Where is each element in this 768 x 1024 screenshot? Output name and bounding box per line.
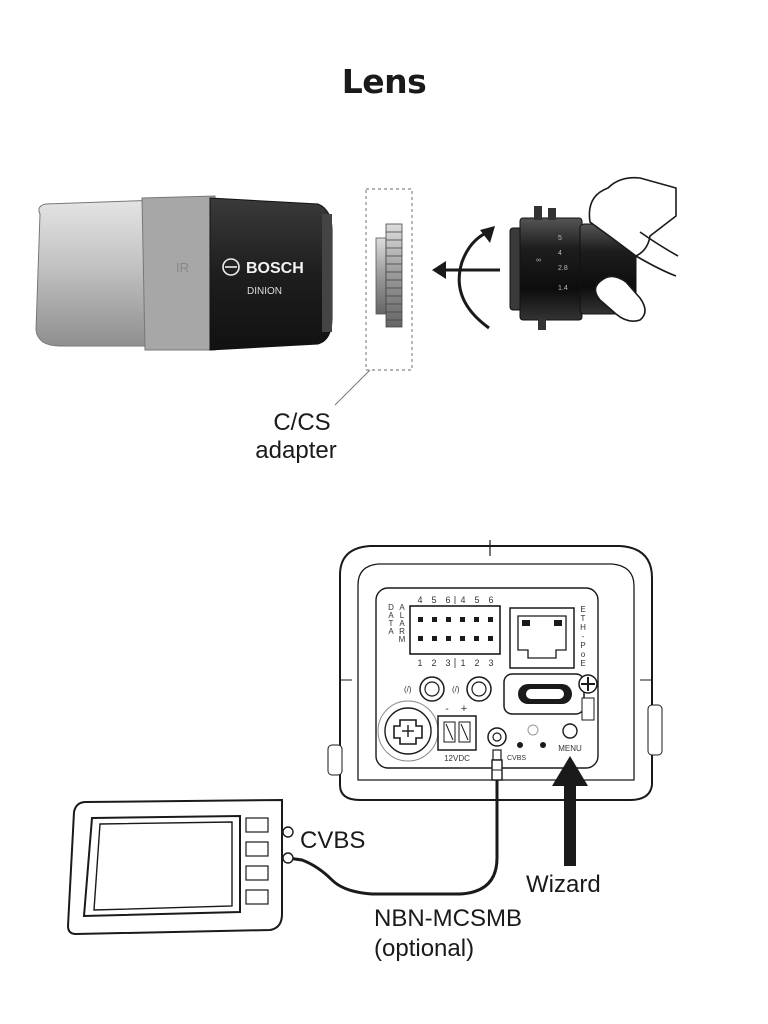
power-connector xyxy=(437,715,477,751)
svg-text:T: T xyxy=(581,614,586,623)
svg-text:P: P xyxy=(580,641,585,650)
camera-body: IR BOSCH DINION xyxy=(35,195,333,351)
svg-text:4: 4 xyxy=(558,250,562,257)
top-pin: 4 xyxy=(460,595,465,605)
bottom-pin: 1 xyxy=(460,658,465,668)
top-pin: 4 xyxy=(417,595,422,605)
power-minus: - xyxy=(445,704,448,715)
svg-text:A: A xyxy=(399,619,405,628)
svg-text:R: R xyxy=(399,627,405,636)
alarm-label: A xyxy=(399,603,405,612)
hand-icon xyxy=(588,176,679,322)
cvbs-port xyxy=(487,727,507,747)
svg-text:5: 5 xyxy=(558,235,562,242)
status-led xyxy=(540,742,546,748)
bottom-pin: 3 xyxy=(445,658,450,668)
adapter-label-line1: C/CS xyxy=(273,409,331,436)
cvbs-cable xyxy=(287,780,499,896)
power-plus: + xyxy=(461,703,467,715)
cable-label-line1: NBN-MCSMB xyxy=(374,905,522,932)
bottom-pin: 2 xyxy=(474,658,479,668)
sd-card-slot xyxy=(503,673,585,715)
svg-text:E: E xyxy=(580,659,585,668)
data-label: D xyxy=(388,603,394,612)
top-pin: 6 xyxy=(445,595,450,605)
monitor xyxy=(66,798,294,936)
bosch-logo-icon xyxy=(222,258,240,276)
camera-model: DINION xyxy=(247,286,282,297)
bottom-pin: 3 xyxy=(488,658,493,668)
svg-text:2.8: 2.8 xyxy=(558,265,568,272)
rotate-arrow-icon xyxy=(457,226,495,330)
alarm-connector-icon: (/) (/) xyxy=(404,676,492,702)
svg-text:∞: ∞ xyxy=(536,257,541,264)
wizard-arrow-icon xyxy=(552,756,588,866)
top-pin: 5 xyxy=(431,595,436,605)
wizard-label: Wizard xyxy=(526,871,601,898)
svg-text:M: M xyxy=(399,635,406,644)
menu-button[interactable] xyxy=(562,723,578,739)
page-title: Lens xyxy=(341,62,427,101)
svg-text:L: L xyxy=(400,611,405,620)
reset-button[interactable] xyxy=(527,724,539,736)
camera-ir-mark: IR xyxy=(176,260,189,275)
power-label: 12VDC xyxy=(444,754,470,763)
ethernet-port xyxy=(509,607,575,669)
bottom-pin: 1 xyxy=(417,658,422,668)
svg-text:-: - xyxy=(582,632,585,641)
cs-adapter xyxy=(334,188,413,406)
cable-label-line2: (optional) xyxy=(374,935,475,962)
menu-label: MENU xyxy=(558,744,582,753)
svg-text:(/): (/) xyxy=(452,685,460,694)
svg-text:T: T xyxy=(389,619,394,628)
top-pin: 6 xyxy=(488,595,493,605)
cvbs-plug xyxy=(491,749,503,781)
screw-icon xyxy=(578,674,598,694)
svg-text:H: H xyxy=(580,623,586,632)
cvbs-label: CVBS xyxy=(300,827,366,854)
adapter-label-line2: adapter xyxy=(255,437,337,464)
svg-text:A: A xyxy=(388,611,394,620)
camera-brand: BOSCH xyxy=(246,260,304,277)
eth-poe-label: ETH -PoE xyxy=(580,605,586,668)
svg-text:E: E xyxy=(580,605,585,614)
top-pin: 5 xyxy=(474,595,479,605)
insert-arrow-icon xyxy=(432,261,500,279)
svg-text:(/): (/) xyxy=(404,685,412,694)
cvbs-port-label: CVBS xyxy=(507,755,526,762)
svg-text:A: A xyxy=(388,627,394,636)
svg-text:o: o xyxy=(581,650,586,659)
mount-knob-icon xyxy=(377,700,439,762)
svg-text:1.4: 1.4 xyxy=(558,285,568,292)
bottom-pin: 2 xyxy=(431,658,436,668)
status-led xyxy=(517,742,523,748)
